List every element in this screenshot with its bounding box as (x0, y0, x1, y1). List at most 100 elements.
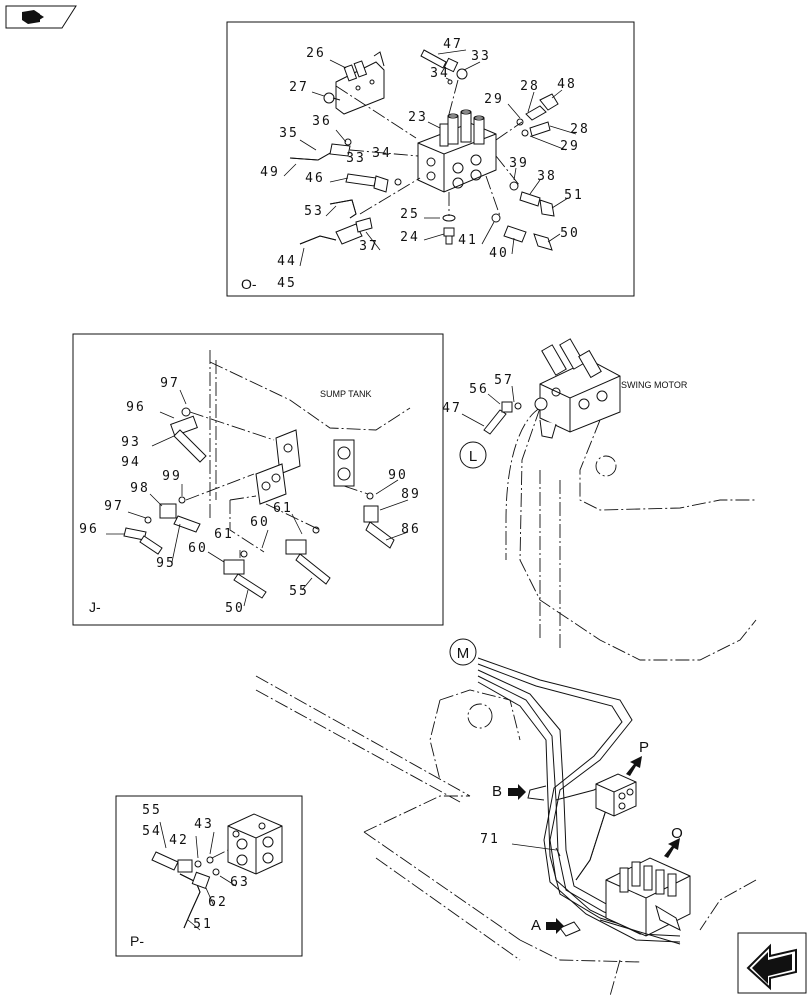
panel-p-label: P- (130, 933, 144, 949)
panel-p-callout-63[interactable]: 63 (230, 875, 250, 890)
panel-j-callout-96[interactable]: 96 (126, 400, 146, 415)
panel-o-callout-37[interactable]: 37 (359, 239, 379, 254)
panel-j-callout-96[interactable]: 96 (79, 522, 99, 537)
arrow-o (664, 838, 680, 858)
panel-j-callout-86[interactable]: 86 (401, 522, 421, 537)
panel-p-callout-54[interactable]: 54 (142, 824, 162, 839)
fitting-50 (223, 550, 267, 599)
arrow-p (626, 756, 642, 776)
panel-p-callout-62[interactable]: 62 (208, 895, 228, 910)
panel-j-callout-95[interactable]: 95 (156, 556, 176, 571)
panel-j-callout-99[interactable]: 99 (162, 469, 182, 484)
arrow-label-o[interactable]: O (671, 825, 683, 842)
panel-j-callout-60[interactable]: 60 (188, 541, 208, 556)
panel-o-callout-23[interactable]: 23 (408, 110, 428, 125)
panel-j-callout-60[interactable]: 60 (250, 515, 270, 530)
panel-o-callout-28[interactable]: 28 (570, 122, 590, 137)
arrow-label-p[interactable]: P (639, 739, 649, 756)
main-assembly: SWING MOTOR (255, 338, 757, 997)
port-plate-right (333, 439, 355, 487)
panel-o-callout-48[interactable]: 48 (557, 77, 577, 92)
arrow-label-b[interactable]: B (492, 783, 502, 800)
panel-o-callout-51[interactable]: 51 (564, 188, 584, 203)
panel-j-label: J- (89, 599, 101, 615)
hose-51 (179, 871, 211, 929)
panel-j-callout-61[interactable]: 61 (214, 527, 234, 542)
panel-o-callout-46[interactable]: 46 (305, 171, 325, 186)
panel-o-callout-50[interactable]: 50 (560, 226, 580, 241)
panel-o-callout-26[interactable]: 26 (306, 46, 326, 61)
panel-o-callout-28[interactable]: 28 (520, 79, 540, 94)
fitting-55 (285, 526, 331, 585)
panel-o: O- (226, 21, 635, 297)
main-callout-57[interactable]: 57 (494, 373, 514, 388)
panel-j-callout-98[interactable]: 98 (130, 481, 150, 496)
panel-j: J- SUMP TANK (72, 333, 444, 626)
panel-o-callout-34[interactable]: 34 (372, 146, 392, 161)
panel-o-callout-41[interactable]: 41 (458, 233, 478, 248)
book-arrow-icon (22, 10, 44, 24)
panel-o-label: O- (241, 276, 257, 292)
callout-circle-l (459, 441, 487, 469)
panel-o-callout-44[interactable]: 44 (277, 254, 297, 269)
main-callout-71[interactable]: 71 (480, 832, 500, 847)
panel-p-callout-55[interactable]: 55 (142, 803, 162, 818)
panel-p-callout-42[interactable]: 42 (169, 833, 189, 848)
panel-j-callout-93[interactable]: 93 (121, 435, 141, 450)
elbow-46 (345, 173, 402, 193)
panel-j-callout-97[interactable]: 97 (160, 376, 180, 391)
fitting-96 (123, 516, 163, 555)
panel-o-callout-36[interactable]: 36 (312, 114, 332, 129)
control-valve-o (599, 857, 691, 945)
panel-o-callout-47[interactable]: 47 (443, 37, 463, 52)
panel-j-callout-89[interactable]: 89 (401, 487, 421, 502)
panel-j-callout-55[interactable]: 55 (289, 584, 309, 599)
panel-p-callout-51[interactable]: 51 (193, 917, 213, 932)
panel-o-callout-24[interactable]: 24 (400, 230, 420, 245)
panel-j-callout-97[interactable]: 97 (104, 499, 124, 514)
panel-o-callout-49[interactable]: 49 (260, 165, 280, 180)
back-button[interactable] (5, 5, 77, 29)
panel-o-callout-53[interactable]: 53 (304, 204, 324, 219)
panel-p-callout-43[interactable]: 43 (194, 817, 214, 832)
circle-label-l[interactable]: L (469, 448, 477, 465)
panel-j-callout-50[interactable]: 50 (225, 601, 245, 616)
arrow-label-a[interactable]: A (531, 917, 541, 934)
panel-o-callout-39[interactable]: 39 (509, 156, 529, 171)
arrow-a (546, 918, 564, 934)
elbow-53 (329, 199, 357, 219)
panel-o-callout-25[interactable]: 25 (400, 207, 420, 222)
main-callout-56[interactable]: 56 (469, 382, 489, 397)
fitting-95 (159, 496, 201, 533)
panel-o-callout-27[interactable]: 27 (289, 80, 309, 95)
panel-j-callout-90[interactable]: 90 (388, 468, 408, 483)
swing-motor-caption: SWING MOTOR (621, 380, 688, 390)
bracket-26 (335, 51, 385, 115)
fitting-47 (420, 49, 468, 85)
panel-o-callout-45[interactable]: 45 (277, 276, 297, 291)
panel-o-callout-38[interactable]: 38 (537, 169, 557, 184)
fitting-93 (170, 407, 207, 463)
valve-block-23 (417, 109, 497, 193)
panel-o-callout-33[interactable]: 33 (471, 49, 491, 64)
panel-o-callout-29[interactable]: 29 (484, 92, 504, 107)
valve-block-p-detail (227, 813, 283, 875)
fitting-38 (509, 181, 555, 217)
main-callout-47[interactable]: 47 (442, 401, 462, 416)
panel-o-callout-35[interactable]: 35 (279, 126, 299, 141)
panel-o-callout-40[interactable]: 40 (489, 246, 509, 261)
port-plate-center (255, 463, 287, 505)
valve-p-block (595, 773, 637, 817)
panel-o-callout-33[interactable]: 33 (346, 151, 366, 166)
page-arrow-icon (746, 943, 797, 991)
panel-j-callout-61[interactable]: 61 (273, 501, 293, 516)
panel-o-callout-29[interactable]: 29 (560, 139, 580, 154)
panel-o-callout-34[interactable]: 34 (430, 66, 450, 81)
circle-label-m[interactable]: M (457, 645, 470, 662)
fitting-86 (363, 492, 395, 549)
next-page-button[interactable] (737, 932, 807, 994)
bolt-24 (442, 214, 456, 245)
panel-j-callout-94[interactable]: 94 (121, 455, 141, 470)
